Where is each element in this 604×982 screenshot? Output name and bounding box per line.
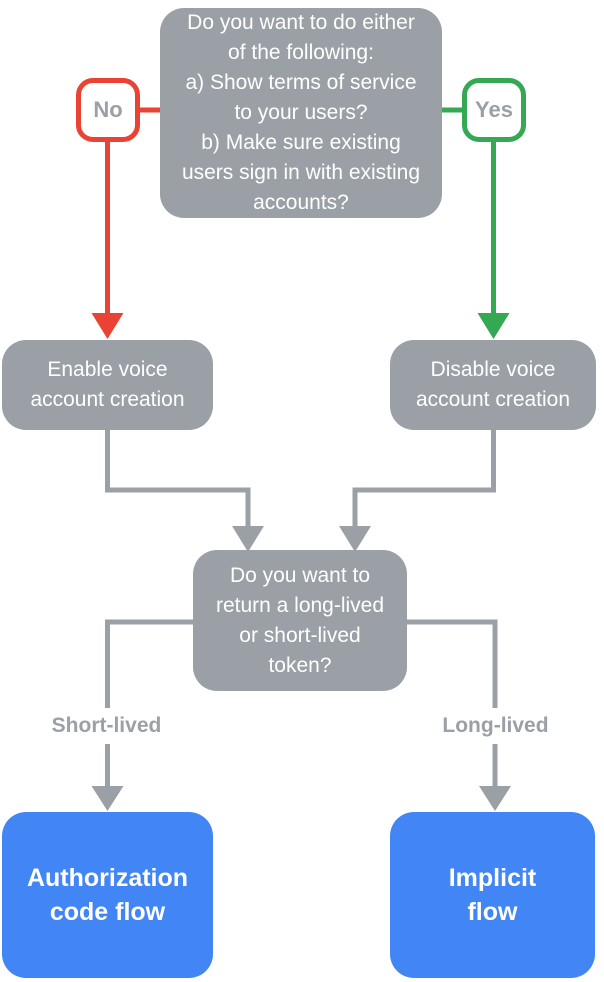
no-badge: No [76,78,140,142]
authorization-code-flow-box: Authorization code flow [2,812,213,978]
arrowhead-disable-to-token [339,526,371,552]
arrowhead-enable-to-token [232,526,264,552]
disable-voice-account-creation-text: Disable voice account creation [415,358,571,411]
yes-badge-label: Yes [475,97,513,122]
decision-box-token-question: Do you want to return a long-lived or sh… [193,550,407,691]
decision-box-terms-question-text: Do you want to do either of the followin… [181,11,421,214]
short-lived-edge-label-text: Short-lived [51,714,162,737]
no-badge-label: No [93,97,123,122]
enable-voice-account-creation-box: Enable voice account creation [2,340,213,430]
edge-token-to-implicit [405,619,498,788]
decision-box-terms-question: Do you want to do either of the followin… [160,8,442,218]
yes-badge: Yes [462,78,526,142]
edge-disable-to-token [352,428,496,528]
arrowhead-token-to-auth [91,786,124,811]
long-lived-edge-label-text: Long-lived [442,714,549,737]
authorization-code-flow-text: Authorization code flow [26,864,189,926]
arrowhead-token-to-implicit [479,786,511,811]
arrowhead-no [91,313,124,339]
disable-voice-account-creation-box: Disable voice account creation [390,340,596,430]
edge-enable-to-token [105,428,251,528]
short-lived-edge-label: Short-lived [22,708,191,744]
implicit-flow-text: Implicit flow [448,864,537,926]
decision-box-token-question-text: Do you want to return a long-lived or sh… [215,563,385,677]
implicit-flow-box: Implicit flow [390,812,595,978]
arrowhead-yes [477,313,510,339]
enable-voice-account-creation-text: Enable voice account creation [30,358,185,411]
long-lived-edge-label: Long-lived [411,708,580,744]
edge-token-to-auth [105,619,195,788]
